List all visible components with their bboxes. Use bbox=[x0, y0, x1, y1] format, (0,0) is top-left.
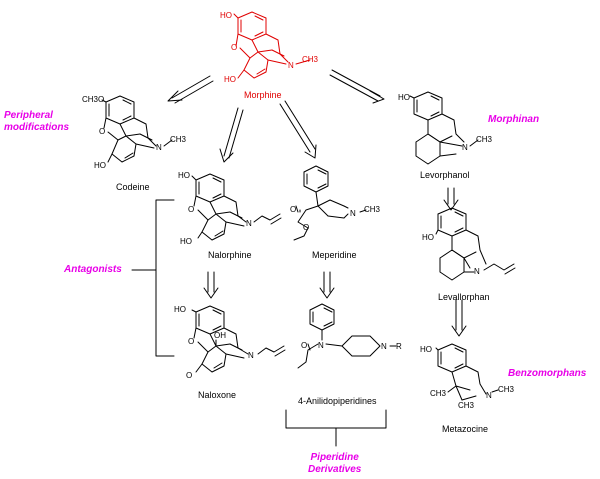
metazocine-atom-ch3-right: CH3 bbox=[498, 385, 515, 394]
metazocine-name: Metazocine bbox=[442, 424, 489, 434]
levallorphan-atom-ho: HO bbox=[422, 233, 434, 242]
group-label-peripheral-line2: modifications bbox=[4, 122, 70, 133]
meperidine-name: Meperidine bbox=[312, 250, 357, 260]
levorphanol-atom-ch3: CH3 bbox=[476, 135, 493, 144]
arrow-morphine-to-meperidine bbox=[279, 100, 317, 159]
metazocine-atom-ho: HO bbox=[420, 345, 432, 354]
nalorphine-atom-ho-bottom: HO bbox=[180, 237, 192, 246]
nalorphine-name: Nalorphine bbox=[208, 250, 252, 260]
group-label-antagonists-line1: Antagonists bbox=[64, 264, 122, 275]
arrow-levorphanol-to-levallorphan bbox=[443, 187, 459, 211]
morphine-atom-ch3: CH3 bbox=[302, 55, 319, 64]
arrow-morphine-to-codeine bbox=[167, 75, 214, 104]
meperidine-atom-ch3: CH3 bbox=[364, 205, 381, 214]
morphine-atom-ho-bottom: HO bbox=[224, 75, 236, 84]
meperidine-structure bbox=[293, 165, 367, 241]
naloxone-atom-ho: HO bbox=[174, 305, 186, 314]
meperidine-atom-o-carbonyl: O bbox=[290, 205, 296, 214]
codeine-atom-n: N bbox=[156, 143, 162, 152]
naloxone-atom-o-keto: O bbox=[186, 371, 192, 380]
morphine-atom-o: O bbox=[231, 43, 237, 52]
naloxone-atom-o-ether: O bbox=[188, 337, 194, 346]
group-label-piperidine-line2: Derivatives bbox=[308, 464, 362, 475]
anilidopiperidines-atom-o: O bbox=[301, 341, 307, 350]
metazocine-atom-ch3-left: CH3 bbox=[430, 389, 447, 398]
anilidopiperidines-atom-r: R bbox=[396, 342, 402, 351]
metazocine-structure bbox=[435, 343, 499, 401]
anilidopiperidines-name: 4-Anilidopiperidines bbox=[298, 396, 377, 406]
nalorphine-atom-ho-top: HO bbox=[178, 171, 190, 180]
naloxone-atom-n: N bbox=[248, 351, 254, 360]
antagonists-bracket bbox=[131, 199, 175, 357]
group-label-peripheral: Peripheral modifications bbox=[4, 110, 69, 134]
codeine-name: Codeine bbox=[116, 182, 150, 192]
group-label-benzomorphans-line1: Benzomorphans bbox=[508, 368, 587, 379]
morphine-atom-n: N bbox=[288, 61, 294, 70]
metazocine-atom-ch3-bottom: CH3 bbox=[458, 401, 475, 410]
meperidine-atom-o-ester: O bbox=[303, 223, 309, 232]
metazocine-atom-n: N bbox=[486, 391, 492, 400]
group-label-piperidine-line1: Piperidine bbox=[310, 452, 359, 463]
morphine-atom-ho-top: HO bbox=[220, 11, 232, 20]
nalorphine-structure bbox=[191, 173, 282, 241]
anilidopiperidines-atom-n-amide: N bbox=[318, 341, 324, 350]
meperidine-atom-n: N bbox=[350, 209, 356, 218]
arrow-morphine-to-nalorphine bbox=[219, 107, 244, 163]
levorphanol-atom-ho: HO bbox=[398, 93, 410, 102]
levallorphan-structure bbox=[435, 207, 516, 281]
morphine-name: Morphine bbox=[244, 90, 282, 100]
levallorphan-name: Levallorphan bbox=[438, 292, 490, 302]
codeine-atom-ho: HO bbox=[94, 161, 106, 170]
arrow-meperidine-to-anilidopiperidines bbox=[319, 271, 335, 299]
codeine-atom-ch3: CH3 bbox=[170, 135, 187, 144]
arrow-morphine-to-levorphanol bbox=[329, 69, 385, 104]
codeine-structure bbox=[101, 95, 173, 163]
piperidine-bracket bbox=[285, 409, 387, 447]
codeine-atom-ch3o: CH3O bbox=[82, 95, 104, 104]
arrow-levallorphan-to-metazocine bbox=[451, 299, 467, 337]
levorphanol-name: Levorphanol bbox=[420, 170, 470, 180]
group-label-morphinan-line1: Morphinan bbox=[488, 114, 540, 125]
group-label-benzomorphans: Benzomorphans bbox=[508, 368, 586, 380]
levallorphan-atom-n: N bbox=[474, 267, 480, 276]
group-label-morphinan: Morphinan bbox=[488, 114, 539, 126]
arrow-nalorphine-to-naloxone bbox=[203, 271, 219, 299]
anilidopiperidines-atom-n-ring: N bbox=[381, 342, 387, 351]
anilidopiperidines-structure bbox=[297, 303, 397, 369]
morphine-structure bbox=[233, 11, 311, 79]
levorphanol-structure bbox=[409, 91, 479, 165]
naloxone-name: Naloxone bbox=[198, 390, 237, 400]
naloxone-atom-oh: OH bbox=[214, 331, 226, 340]
group-label-piperidine: Piperidine Derivatives bbox=[308, 452, 361, 476]
codeine-atom-o: O bbox=[99, 127, 105, 136]
naloxone-structure bbox=[191, 305, 286, 373]
nalorphine-atom-n: N bbox=[246, 219, 252, 228]
group-label-antagonists: Antagonists bbox=[64, 264, 122, 276]
group-label-peripheral-line1: Peripheral bbox=[4, 110, 53, 121]
nalorphine-atom-o: O bbox=[188, 205, 194, 214]
levorphanol-atom-n: N bbox=[462, 143, 468, 152]
